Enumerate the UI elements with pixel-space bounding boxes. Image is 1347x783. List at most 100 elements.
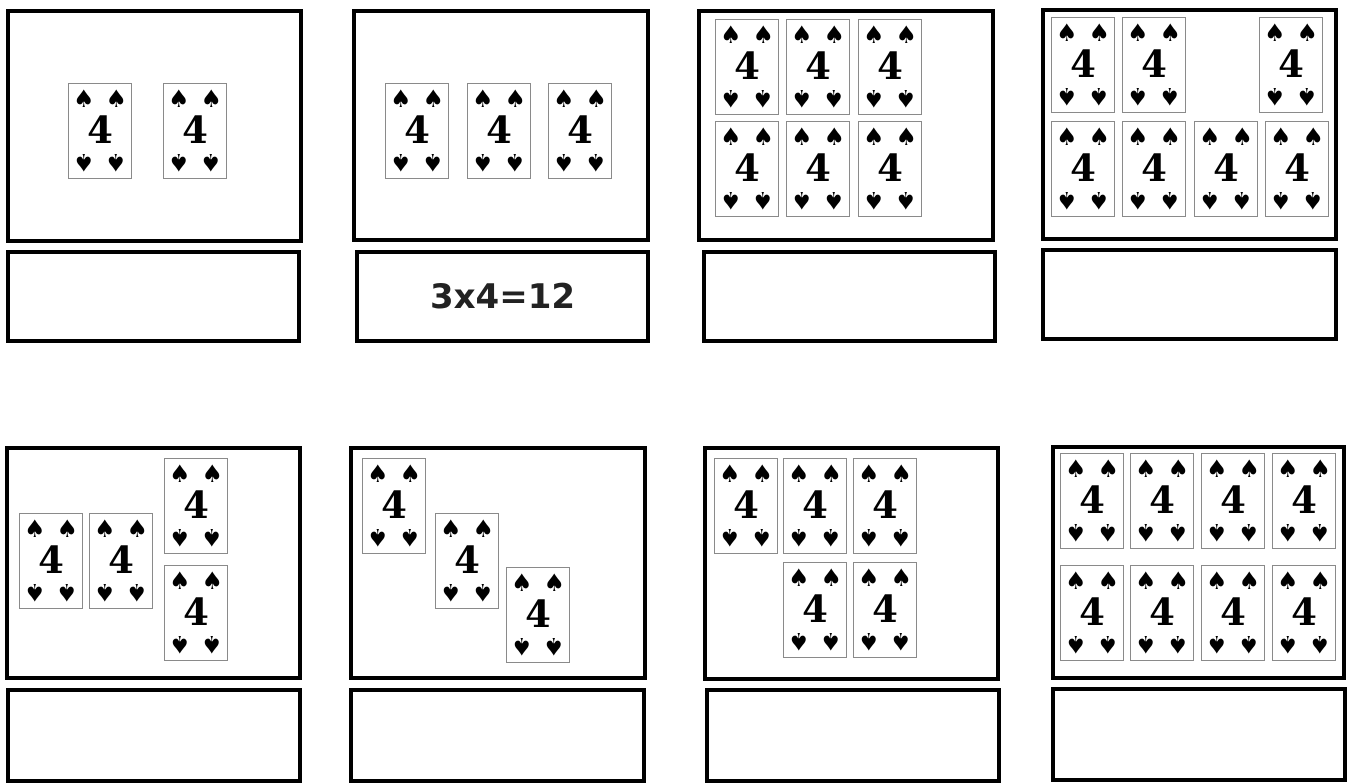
card-rank: 4 [549, 108, 611, 152]
playing-card: ♠♠♠♠4 [853, 562, 917, 658]
answer-box-4[interactable] [1041, 248, 1338, 341]
spade-icon: ♠ [823, 86, 845, 110]
answer-box-1[interactable] [6, 250, 301, 343]
playing-card: ♠♠♠♠4 [715, 19, 779, 115]
card-rank: 4 [386, 108, 448, 152]
spade-icon: ♠ [73, 150, 95, 174]
card-rank: 4 [1266, 146, 1328, 190]
playing-card: ♠♠♠♠4 [1194, 121, 1258, 217]
card-rank: 4 [1131, 590, 1193, 634]
card-rank: 4 [716, 146, 778, 190]
playing-card: ♠♠♠♠4 [1272, 453, 1336, 549]
playing-card: ♠♠♠♠4 [1060, 565, 1124, 661]
spade-icon: ♠ [1127, 188, 1149, 212]
playing-card: ♠♠♠♠4 [858, 19, 922, 115]
playing-card: ♠♠♠♠4 [1122, 121, 1186, 217]
answer-text-5 [10, 692, 298, 779]
card-rank: 4 [784, 483, 846, 527]
playing-card: ♠♠♠♠4 [164, 458, 228, 554]
spade-icon: ♠ [1206, 520, 1228, 544]
playing-card: ♠♠♠♠4 [1122, 17, 1186, 113]
spade-icon: ♠ [1159, 84, 1181, 108]
playing-card: ♠♠♠♠4 [506, 567, 570, 663]
spade-icon: ♠ [1167, 520, 1189, 544]
spade-icon: ♠ [1309, 632, 1331, 656]
card-rank: 4 [507, 592, 569, 636]
spade-icon: ♠ [858, 629, 880, 653]
card-rank: 4 [436, 538, 498, 582]
answer-text-3 [706, 254, 993, 339]
playing-card: ♠♠♠♠4 [548, 83, 612, 179]
answer-text-7 [709, 692, 997, 779]
spade-icon: ♠ [399, 525, 421, 549]
playing-card: ♠♠♠♠4 [1130, 565, 1194, 661]
spade-icon: ♠ [1277, 520, 1299, 544]
playing-card: ♠♠♠♠4 [1265, 121, 1329, 217]
spade-icon: ♠ [201, 525, 223, 549]
spade-icon: ♠ [858, 525, 880, 549]
card-rank: 4 [1202, 478, 1264, 522]
card-rank: 4 [1195, 146, 1257, 190]
answer-box-7[interactable] [705, 688, 1001, 783]
playing-card: ♠♠♠♠4 [1060, 453, 1124, 549]
card-rank: 4 [1273, 478, 1335, 522]
answer-box-6[interactable] [349, 688, 646, 783]
answer-text-4 [1045, 252, 1334, 337]
playing-card: ♠♠♠♠4 [362, 458, 426, 554]
answer-box-5[interactable] [6, 688, 302, 783]
spade-icon: ♠ [169, 632, 191, 656]
playing-card: ♠♠♠♠4 [68, 83, 132, 179]
playing-card: ♠♠♠♠4 [1272, 565, 1336, 661]
playing-card: ♠♠♠♠4 [467, 83, 531, 179]
answer-box-8[interactable] [1051, 687, 1347, 782]
spade-icon: ♠ [751, 525, 773, 549]
spade-icon: ♠ [1135, 632, 1157, 656]
playing-card: ♠♠♠♠4 [1201, 453, 1265, 549]
answer-text-1 [10, 254, 297, 339]
answer-text-2: 3x4=12 [359, 254, 646, 339]
playing-card: ♠♠♠♠4 [164, 565, 228, 661]
card-rank: 4 [1123, 42, 1185, 86]
spade-icon: ♠ [863, 86, 885, 110]
spade-icon: ♠ [1056, 188, 1078, 212]
answer-box-3[interactable] [702, 250, 997, 343]
playing-card: ♠♠♠♠4 [715, 121, 779, 217]
card-rank: 4 [165, 483, 227, 527]
spade-icon: ♠ [504, 150, 526, 174]
spade-icon: ♠ [1238, 632, 1260, 656]
card-rank: 4 [69, 108, 131, 152]
spade-icon: ♠ [1056, 84, 1078, 108]
card-rank: 4 [787, 146, 849, 190]
spade-icon: ♠ [440, 580, 462, 604]
spade-icon: ♠ [56, 580, 78, 604]
card-rank: 4 [859, 44, 921, 88]
playing-card: ♠♠♠♠4 [435, 513, 499, 609]
spade-icon: ♠ [720, 86, 742, 110]
spade-icon: ♠ [823, 188, 845, 212]
spade-icon: ♠ [553, 150, 575, 174]
card-rank: 4 [1052, 146, 1114, 190]
playing-card: ♠♠♠♠4 [858, 121, 922, 217]
card-rank: 4 [90, 538, 152, 582]
spade-icon: ♠ [1097, 520, 1119, 544]
spade-icon: ♠ [720, 188, 742, 212]
spade-icon: ♠ [94, 580, 116, 604]
card-rank: 4 [859, 146, 921, 190]
spade-icon: ♠ [788, 525, 810, 549]
card-rank: 4 [1052, 42, 1114, 86]
spade-icon: ♠ [105, 150, 127, 174]
card-rank: 4 [1061, 478, 1123, 522]
spade-icon: ♠ [1302, 188, 1324, 212]
answer-box-2[interactable]: 3x4=12 [355, 250, 650, 343]
playing-card: ♠♠♠♠4 [163, 83, 227, 179]
playing-card: ♠♠♠♠4 [1259, 17, 1323, 113]
spade-icon: ♠ [543, 634, 565, 658]
card-rank: 4 [164, 108, 226, 152]
card-rank: 4 [784, 587, 846, 631]
spade-icon: ♠ [585, 150, 607, 174]
card-rank: 4 [165, 590, 227, 634]
card-rank: 4 [363, 483, 425, 527]
spade-icon: ♠ [890, 629, 912, 653]
card-rank: 4 [854, 587, 916, 631]
card-rank: 4 [854, 483, 916, 527]
